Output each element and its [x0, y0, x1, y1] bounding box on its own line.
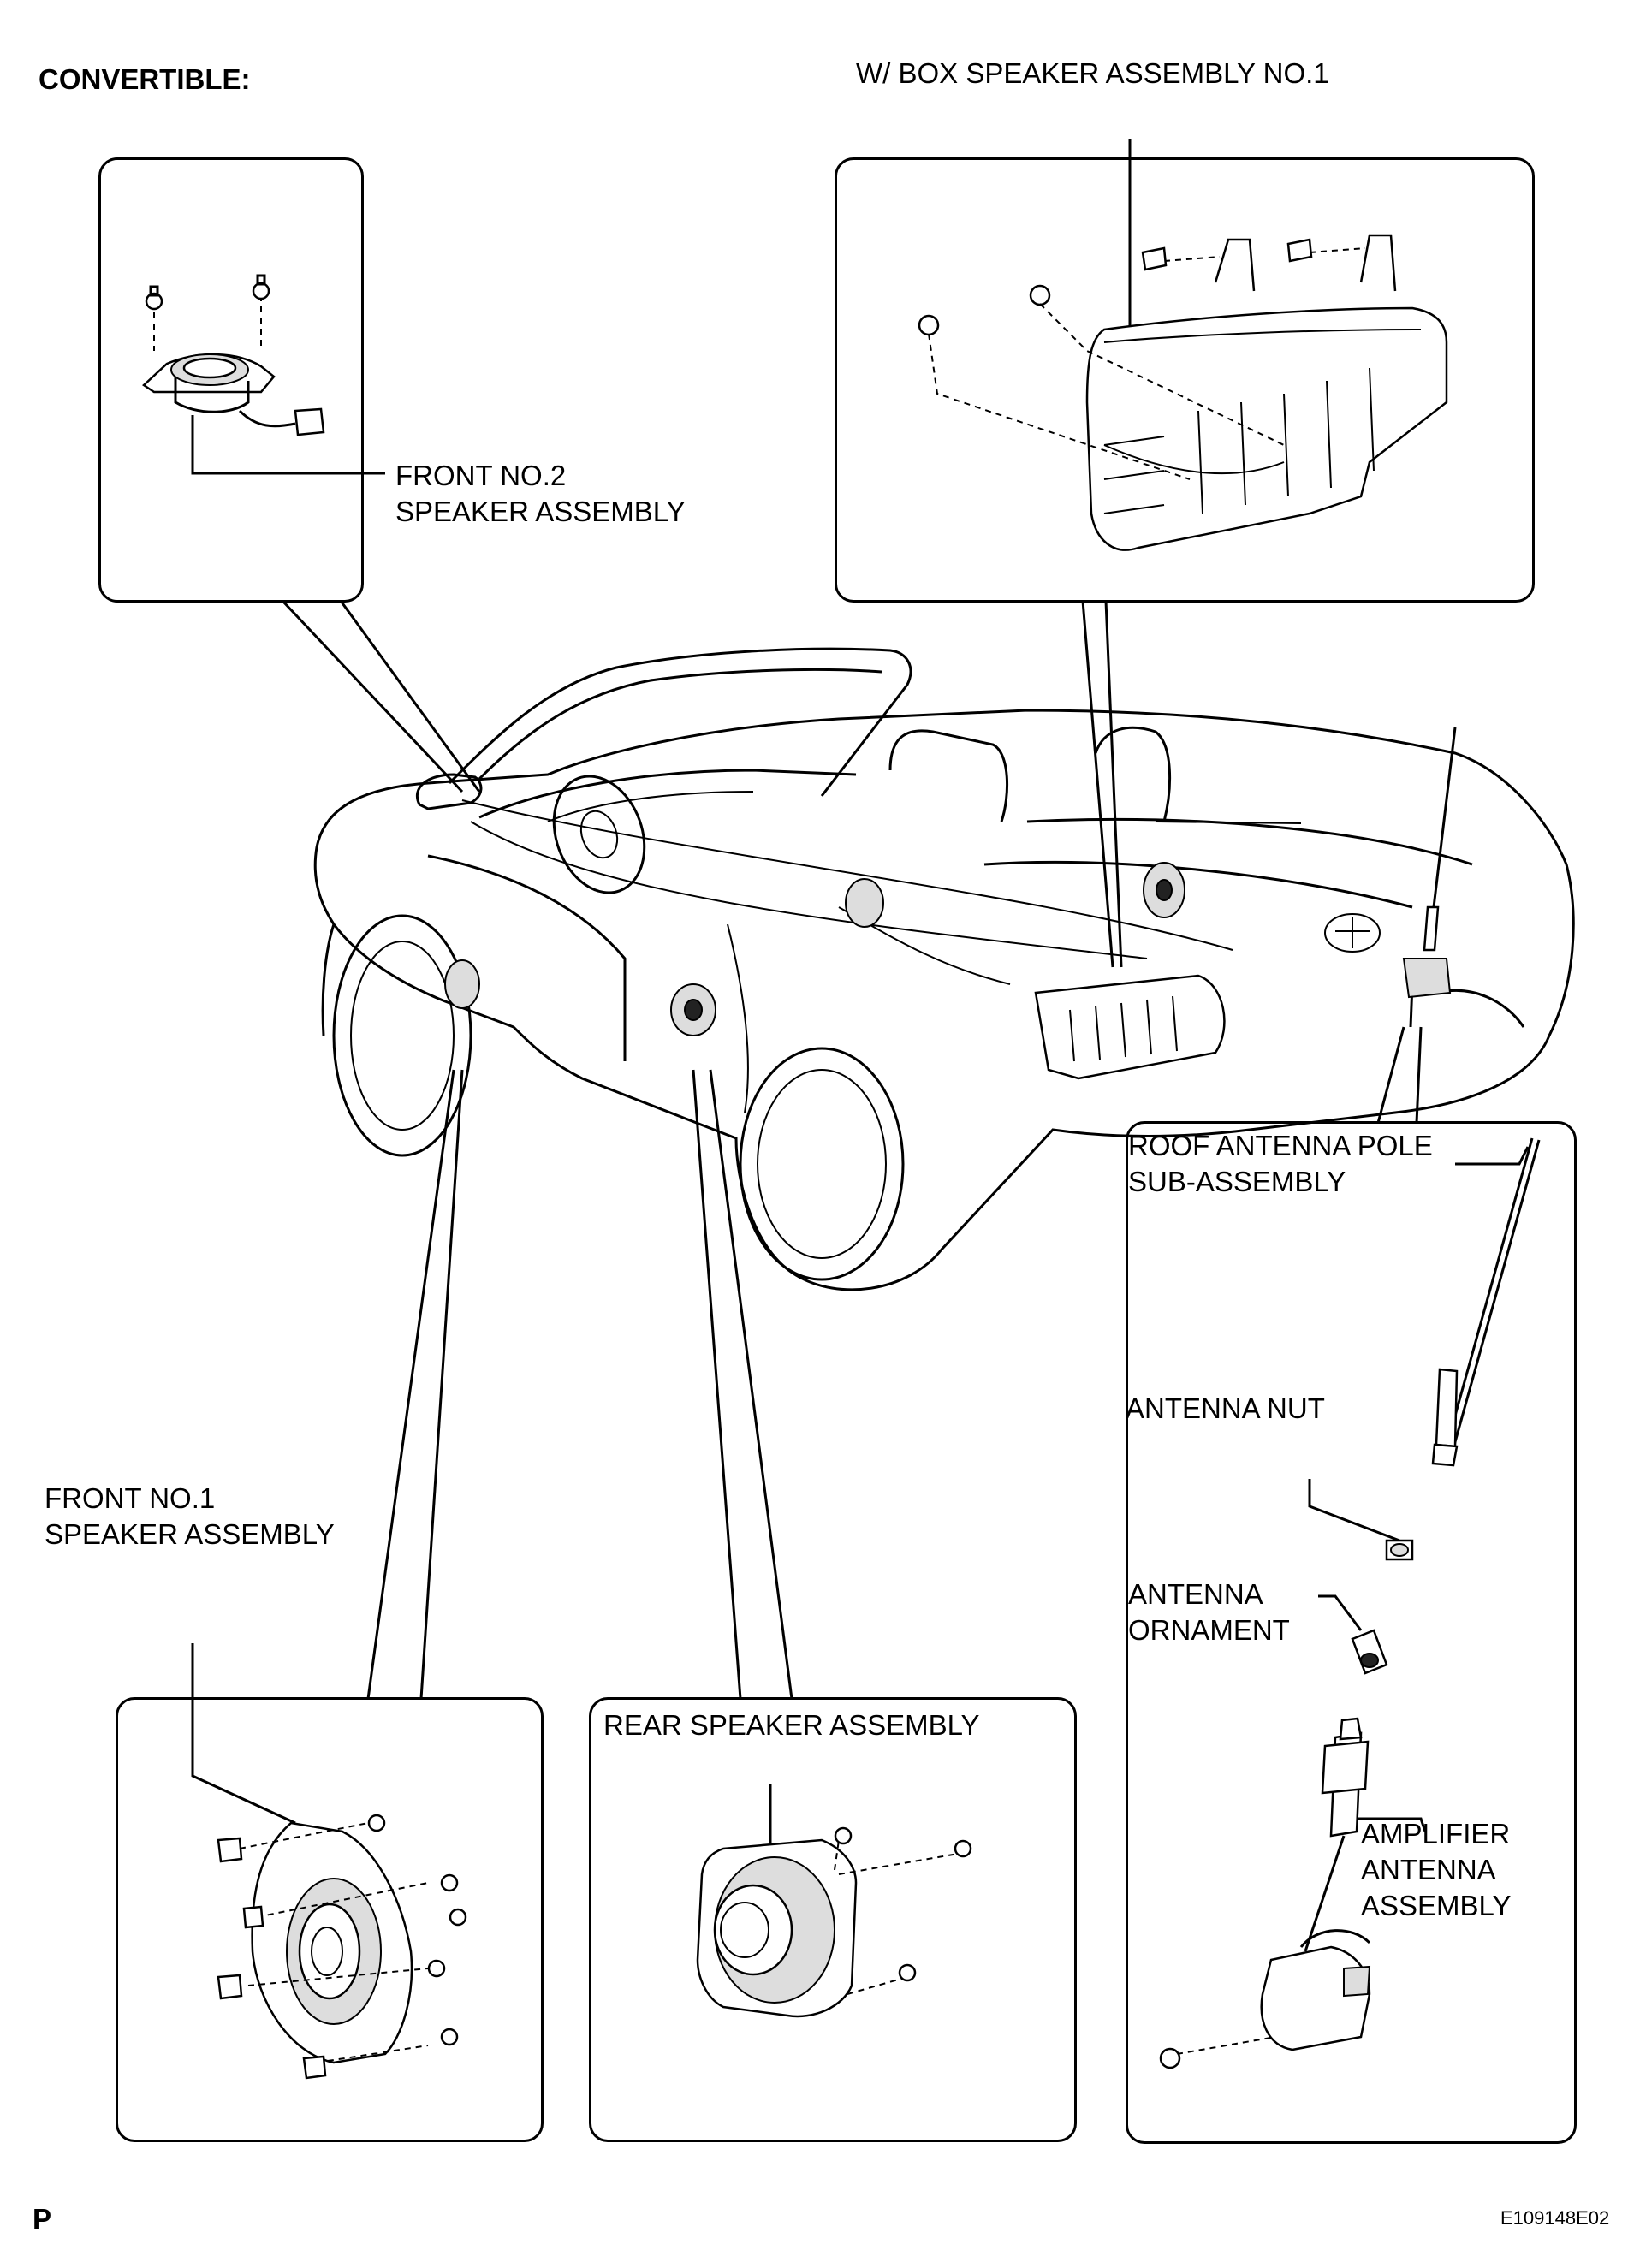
front-no1-speaker-label: FRONT NO.1 SPEAKER ASSEMBLY	[45, 1482, 335, 1550]
box-speaker-illustration	[918, 234, 1448, 551]
amplifier-antenna-label: AMPLIFIER ANTENNA ASSEMBLY	[1361, 1818, 1512, 1921]
rear-speaker-label: REAR SPEAKER ASSEMBLY	[603, 1709, 980, 1741]
figure-code: E109148E02	[1500, 2207, 1610, 2229]
roof-antenna-pole-label: ROOF ANTENNA POLE SUB-ASSEMBLY	[1128, 1130, 1433, 1197]
antenna-ornament-label: ANTENNA ORNAMENT	[1128, 1578, 1290, 1646]
page-title: CONVERTIBLE:	[39, 63, 251, 95]
rear-speaker-illustration	[696, 1784, 972, 2018]
car-illustration	[313, 647, 1575, 1291]
callout-lines	[281, 139, 1423, 1700]
front-no2-speaker-illustration	[141, 274, 385, 475]
box-speaker-label: W/ BOX SPEAKER ASSEMBLY NO.1	[856, 57, 1329, 89]
front-no2-speaker-label: FRONT NO.2 SPEAKER ASSEMBLY	[395, 460, 686, 527]
antenna-illustration	[1159, 1137, 1541, 2069]
page-marker: P	[33, 2203, 52, 2235]
front-no1-speaker-illustration	[191, 1643, 467, 2080]
antenna-nut-label: ANTENNA NUT	[1126, 1392, 1325, 1424]
